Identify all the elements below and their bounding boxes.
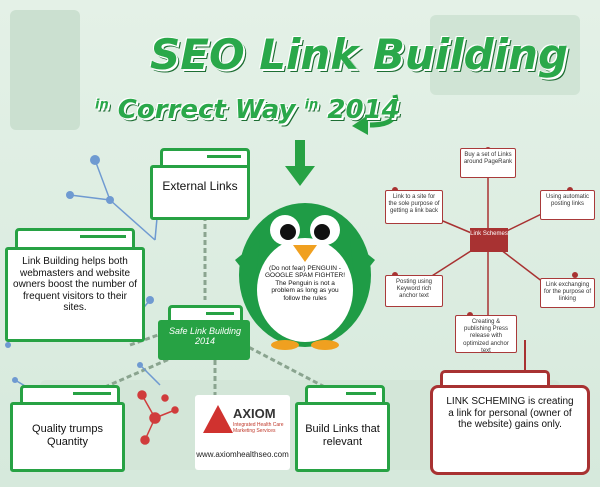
curved-arrow-head [352,115,368,135]
relevant-label: Build Links that relevant [305,423,380,448]
penguin-message: (Do not fear) PENGUIN - GOOGLE SPAM FIGH… [264,265,346,302]
scheme-item-automatic: Using automatic posting links [540,190,595,220]
curved-arrow [369,94,399,128]
sub-title-in-prefix: in [95,97,109,113]
link-schemes-center: Link Schemes [470,228,508,252]
axiom-url[interactable]: www.axiomhealthseo.com [196,450,289,459]
scheming-text: LINK SCHEMING is creating a link for per… [446,396,574,430]
link-building-card: Link Building helps both webmasters and … [5,247,145,342]
quality-card: Quality trumps Quantity [10,402,125,472]
sub-title-in: in [304,97,319,113]
bg-browser-shape [430,15,580,95]
scheme-item-link-back: Link to a site for the sole purpose of g… [385,190,443,224]
relevant-card: Build Links that relevant [295,402,390,472]
scheme-item-exchange: Link exchanging for the purpose of linki… [540,278,595,308]
down-arrow-shaft [295,140,305,168]
safe-building-card: Safe Link Building 2014 [158,320,250,360]
penguin-illustration: (Do not fear) PENGUIN - GOOGLE SPAM FIGH… [235,190,375,350]
sub-title-year: 2014 [327,95,400,125]
safe-building-label: Safe Link Building 2014 [168,326,242,347]
bg-document-shape [10,10,80,130]
sub-title: in Correct Way in 2014 [95,95,400,125]
scheming-box: LINK SCHEMING is creating a link for per… [430,385,590,475]
external-links-card: External Links [150,165,250,220]
logo-box: AXIOM Integrated Health Care Marketing S… [195,395,290,470]
link-building-text: Link Building helps both webmasters and … [13,256,137,313]
main-title: SEO Link Building [150,30,569,79]
axiom-logo-tagline: Integrated Health Care Marketing Service… [233,422,284,434]
sub-title-main: Correct Way [117,95,296,125]
scheme-item-keyword: Posting using Keyword rich anchor text [385,275,443,307]
scheme-item-buy: Buy a set of Links around PageRank [460,148,516,178]
axiom-logo-name: AXIOM [233,406,276,421]
axiom-logo-icon [203,405,233,433]
quality-label: Quality trumps Quantity [32,423,103,448]
external-links-label: External Links [162,179,238,193]
scheme-item-press-release: Creating & publishing Press release with… [455,315,517,354]
down-arrow-head [285,166,315,186]
